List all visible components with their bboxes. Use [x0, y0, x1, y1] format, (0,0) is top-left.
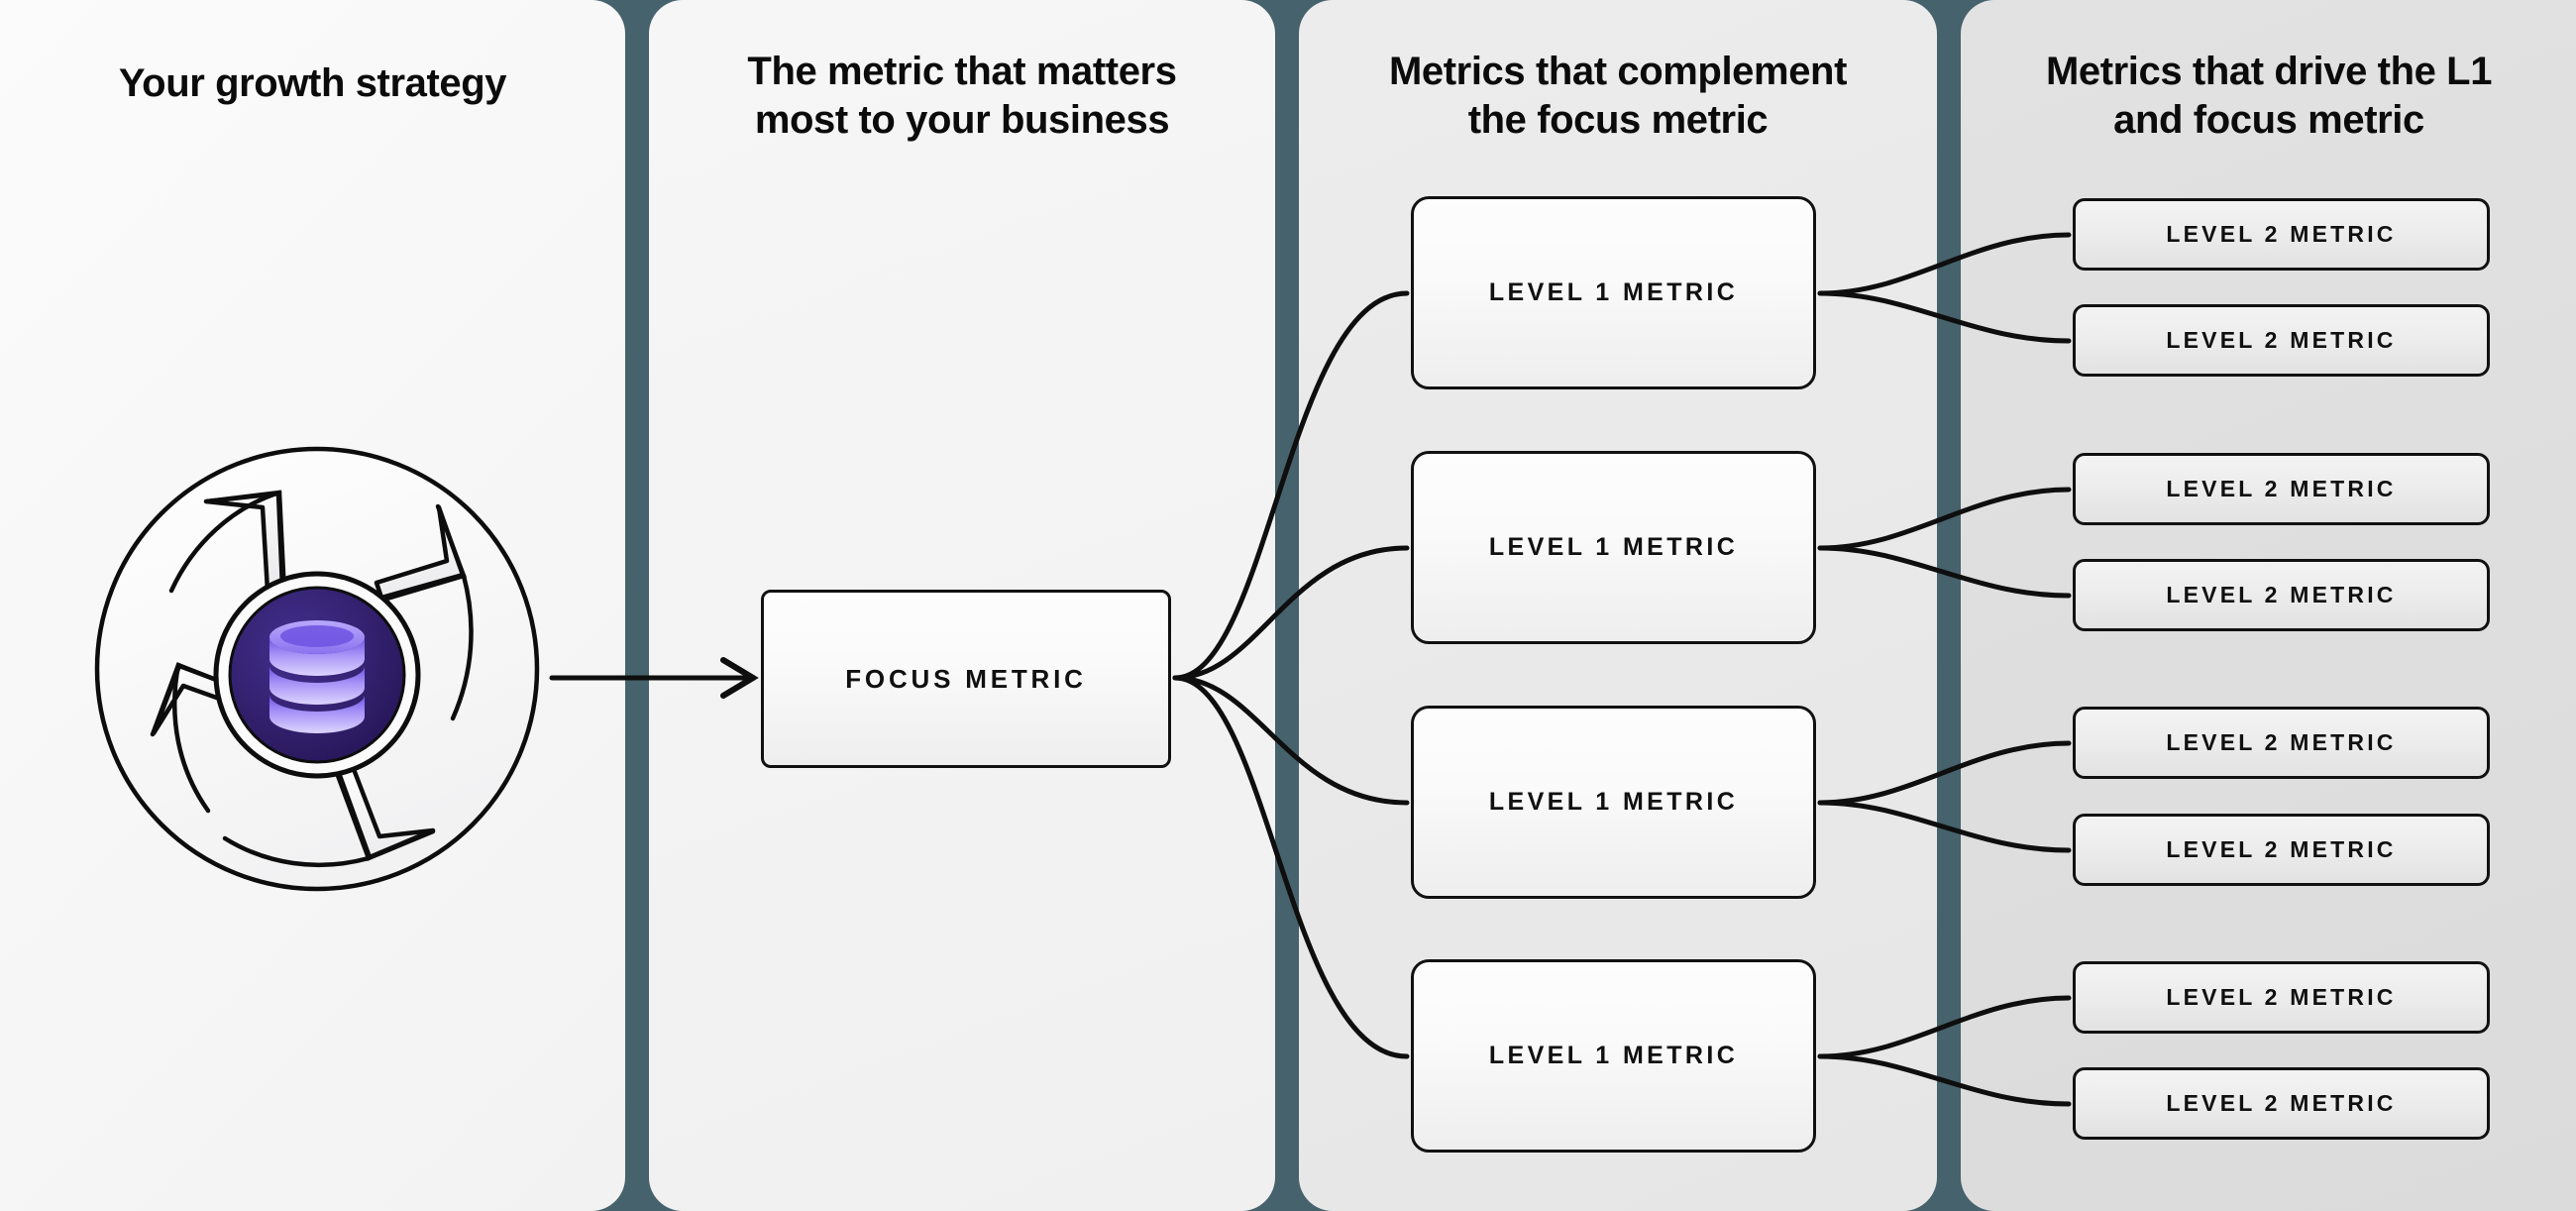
level-2-metric-node[interactable]: LEVEL 2 METRIC — [2073, 814, 2490, 886]
focus-metric-node[interactable]: FOCUS METRIC — [761, 590, 1171, 768]
column-heading-level-1-metrics: Metrics that complement the focus metric — [1388, 50, 1847, 142]
level-2-metric-node[interactable]: LEVEL 2 METRIC — [2073, 304, 2490, 377]
level-1-metric-node[interactable]: LEVEL 1 METRIC — [1411, 196, 1816, 389]
growth-strategy-emblem — [94, 446, 540, 892]
column-heading-focus-metric: The metric that matters most to your bus… — [747, 50, 1177, 142]
level-2-metric-node[interactable]: LEVEL 2 METRIC — [2073, 198, 2490, 271]
level-1-metric-node[interactable]: LEVEL 1 METRIC — [1411, 451, 1816, 644]
level-1-metric-node[interactable]: LEVEL 1 METRIC — [1411, 706, 1816, 899]
level-2-metric-node[interactable]: LEVEL 2 METRIC — [2073, 707, 2490, 779]
level-2-metric-node[interactable]: LEVEL 2 METRIC — [2073, 559, 2490, 631]
database-icon — [269, 620, 365, 733]
level-2-metric-node[interactable]: LEVEL 2 METRIC — [2073, 453, 2490, 525]
emblem-blade-lines — [150, 490, 474, 868]
level-2-metric-node[interactable]: LEVEL 2 METRIC — [2073, 1067, 2490, 1140]
column-heading-growth-strategy: Your growth strategy — [118, 61, 507, 105]
column-heading-level-2-metrics: Metrics that drive the L1 and focus metr… — [2045, 50, 2493, 142]
level-2-metric-node[interactable]: LEVEL 2 METRIC — [2073, 961, 2490, 1034]
level-1-metric-node[interactable]: LEVEL 1 METRIC — [1411, 959, 1816, 1153]
